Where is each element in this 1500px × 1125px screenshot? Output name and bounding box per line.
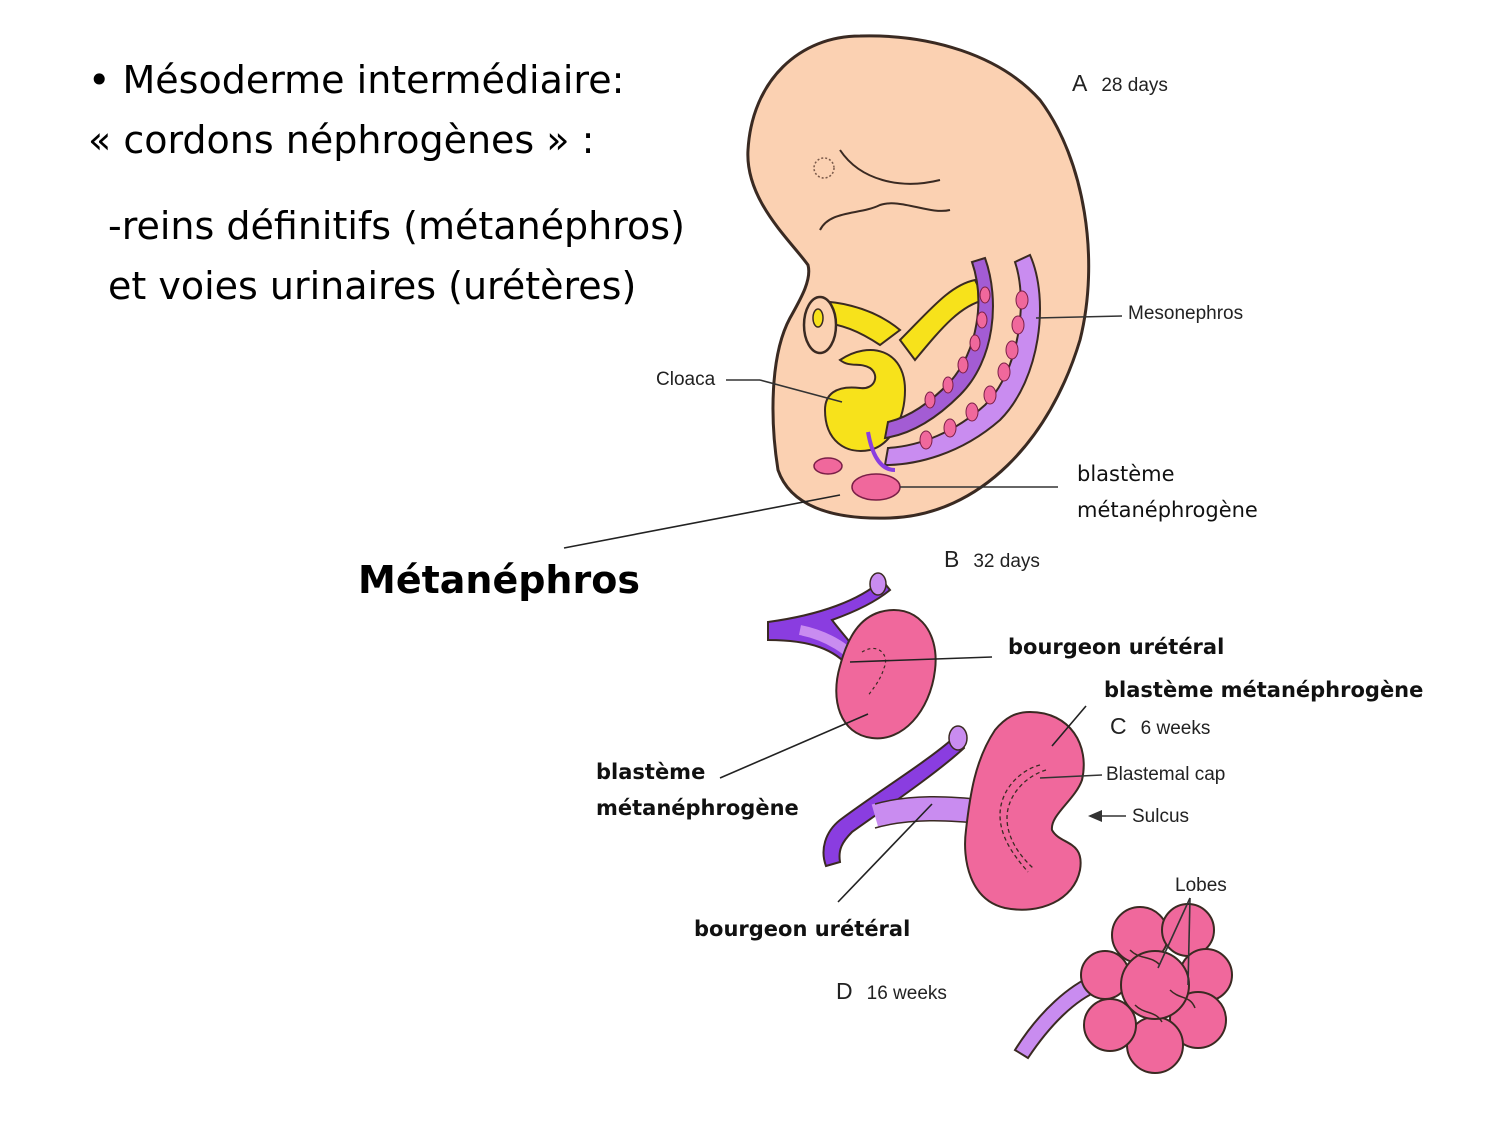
leader-lobes-2 [1187, 897, 1191, 986]
label-mesonephros: Mesonephros [1128, 303, 1244, 324]
metanephric-blastema-a [851, 473, 901, 501]
cap-dashed-c-2 [1006, 769, 1047, 869]
lobe-lines [1129, 949, 1196, 1023]
panel-b-letter: B [944, 546, 960, 572]
cap-dashed-b [861, 647, 887, 697]
bud-b-tip [869, 572, 887, 596]
kidney-c [964, 710, 1085, 911]
sub-line-urinary-tract: et voies urinaires (urétères) [108, 264, 637, 308]
cloaca-shape [823, 349, 907, 452]
label-blastemal-cap: Blastemal cap [1106, 764, 1226, 785]
panel-b-caption: B 32 days [944, 546, 1040, 573]
brain-bulge [819, 202, 951, 231]
label-blasteme-a-line1: blastème [1077, 462, 1175, 486]
panel-c-caption: C 6 weeks [1110, 713, 1210, 740]
mesonephric-tubules [919, 286, 1029, 450]
leader-blasteme-c [1051, 705, 1087, 747]
leader-cloaca-b [759, 379, 843, 403]
label-lobes: Lobes [1175, 875, 1227, 896]
label-bourgeon-c: bourgeon urétéral [694, 917, 911, 941]
label-blasteme-a-line2: métanéphrogène [1077, 498, 1258, 522]
label-bourgeon-b: bourgeon urétéral [1008, 635, 1225, 659]
metanephros-heading: Métanéphros [358, 558, 640, 602]
stump-lumen [812, 308, 824, 328]
genital-tubercle [813, 457, 843, 475]
label-sulcus: Sulcus [1132, 806, 1190, 827]
panel-d-letter: D [836, 978, 853, 1004]
panel-c-age: 6 weeks [1140, 718, 1211, 739]
panel-b-age: 32 days [973, 551, 1040, 572]
bullet-nephrogenic-cords: « cordons néphrogènes » : [88, 118, 595, 162]
label-blasteme-c: blastème métanéphrogène [1104, 678, 1424, 702]
head-fold [839, 149, 941, 185]
panel-b-illustration [719, 572, 993, 779]
leader-lobes-1 [1157, 897, 1191, 969]
ureteric-bud-a [866, 431, 896, 472]
leader-metanephros [563, 494, 841, 549]
panel-d-caption: D 16 weeks [836, 978, 947, 1005]
leader-blastemal-cap [1039, 774, 1103, 779]
panel-c-letter: C [1110, 713, 1127, 739]
panel-a-age: 28 days [1101, 75, 1168, 96]
ureter-c-tip [948, 725, 968, 751]
label-blasteme-b-line2: métanéphrogène [596, 796, 799, 820]
leader-blasteme-b [719, 713, 869, 779]
panel-d-illustration [1013, 897, 1233, 1074]
label-blasteme-b-line1: blastème [596, 760, 706, 784]
metanephric-blastema-b [835, 609, 937, 740]
panel-a-letter: A [1072, 70, 1088, 96]
leader-bourgeon-b [849, 656, 993, 663]
panel-d-age: 16 weeks [866, 983, 947, 1004]
panel-a-caption: A 28 days [1072, 70, 1168, 97]
panel-c-illustration [822, 705, 1126, 911]
otic-placode [813, 157, 835, 179]
embryo-illustration [563, 34, 1123, 549]
label-cloaca: Cloaca [656, 369, 716, 390]
lobed-kidney-d [1080, 903, 1233, 1074]
sub-line-definitive-kidneys: -reins définitifs (métanéphros) [108, 204, 685, 248]
bullet-intermediate-mesoderm: • Mésoderme intermédiaire: [88, 58, 625, 102]
sulcus-arrowhead [1088, 810, 1102, 822]
leader-bourgeon-c [837, 803, 933, 903]
ureter-d [1013, 973, 1102, 1060]
leader-mesonephros [1035, 315, 1123, 319]
